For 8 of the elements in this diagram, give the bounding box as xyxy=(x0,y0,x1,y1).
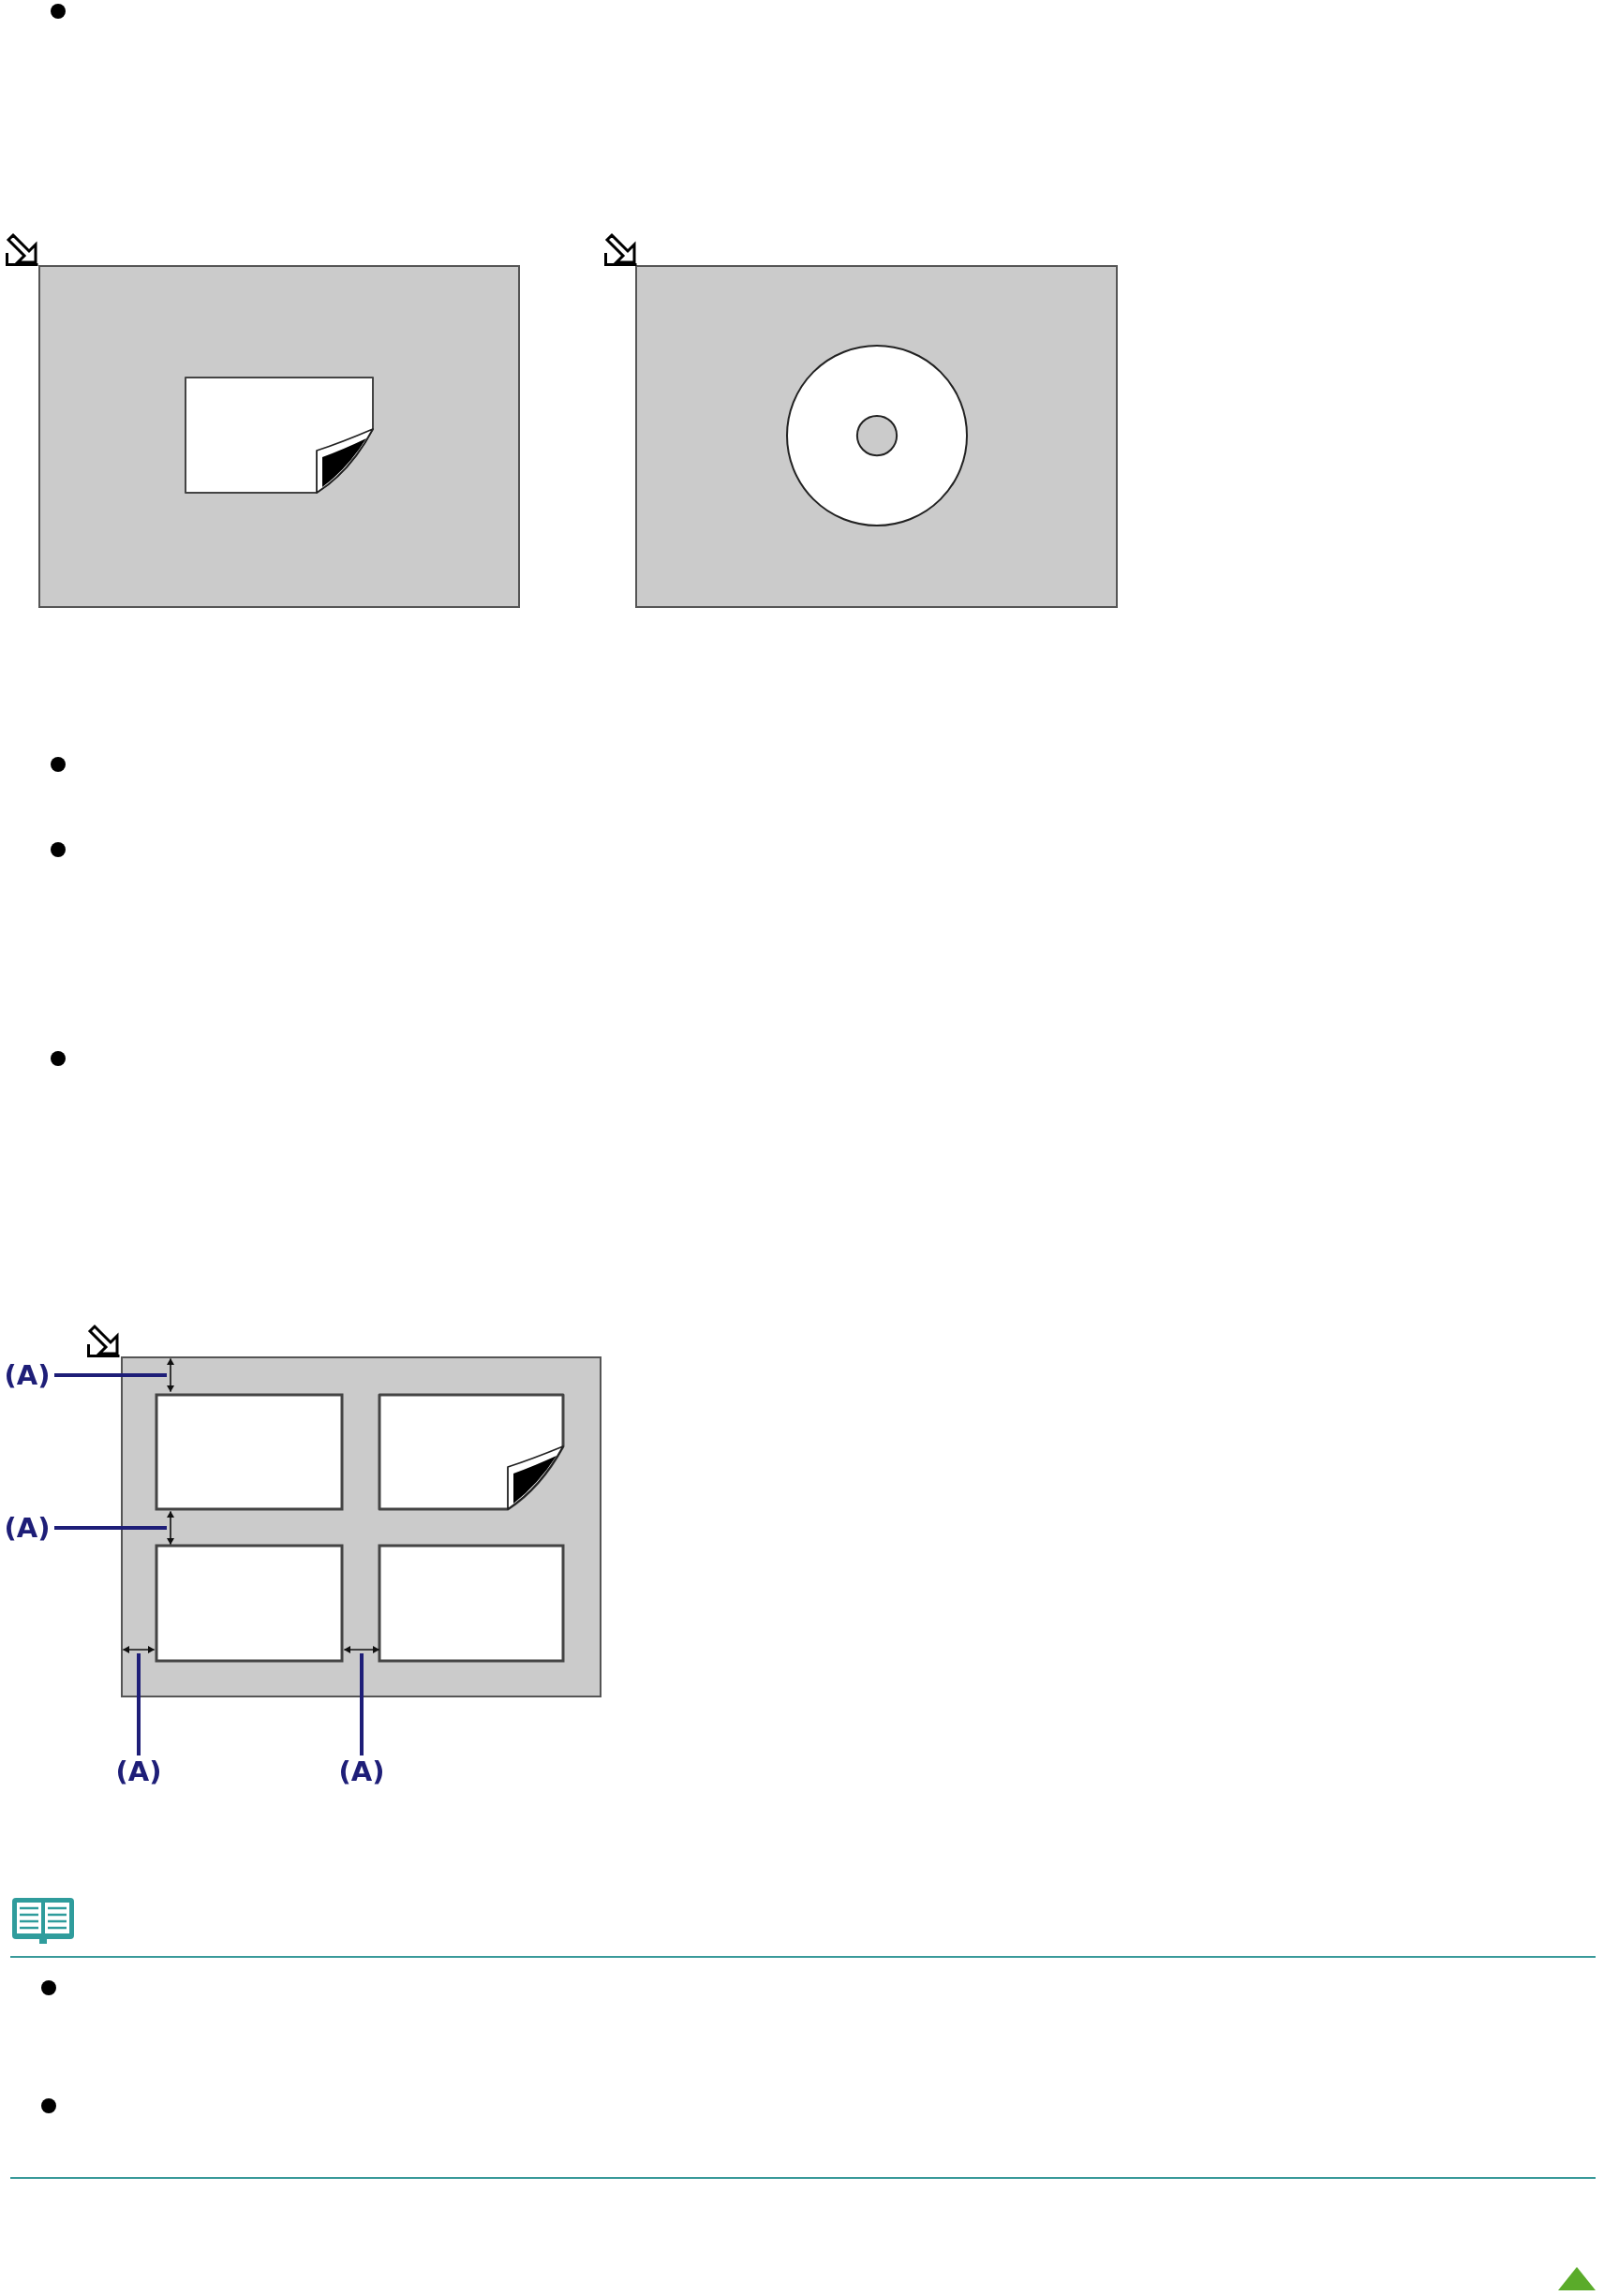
leader-line xyxy=(137,1653,141,1755)
callout-label: (A) xyxy=(334,1755,389,1787)
leader-line xyxy=(360,1653,364,1755)
callout-label: (A) xyxy=(0,1512,54,1544)
callout-label: (A) xyxy=(0,1359,54,1391)
leader-line xyxy=(54,1526,167,1530)
leader-line xyxy=(54,1373,167,1377)
callout-label: (A) xyxy=(111,1755,166,1787)
